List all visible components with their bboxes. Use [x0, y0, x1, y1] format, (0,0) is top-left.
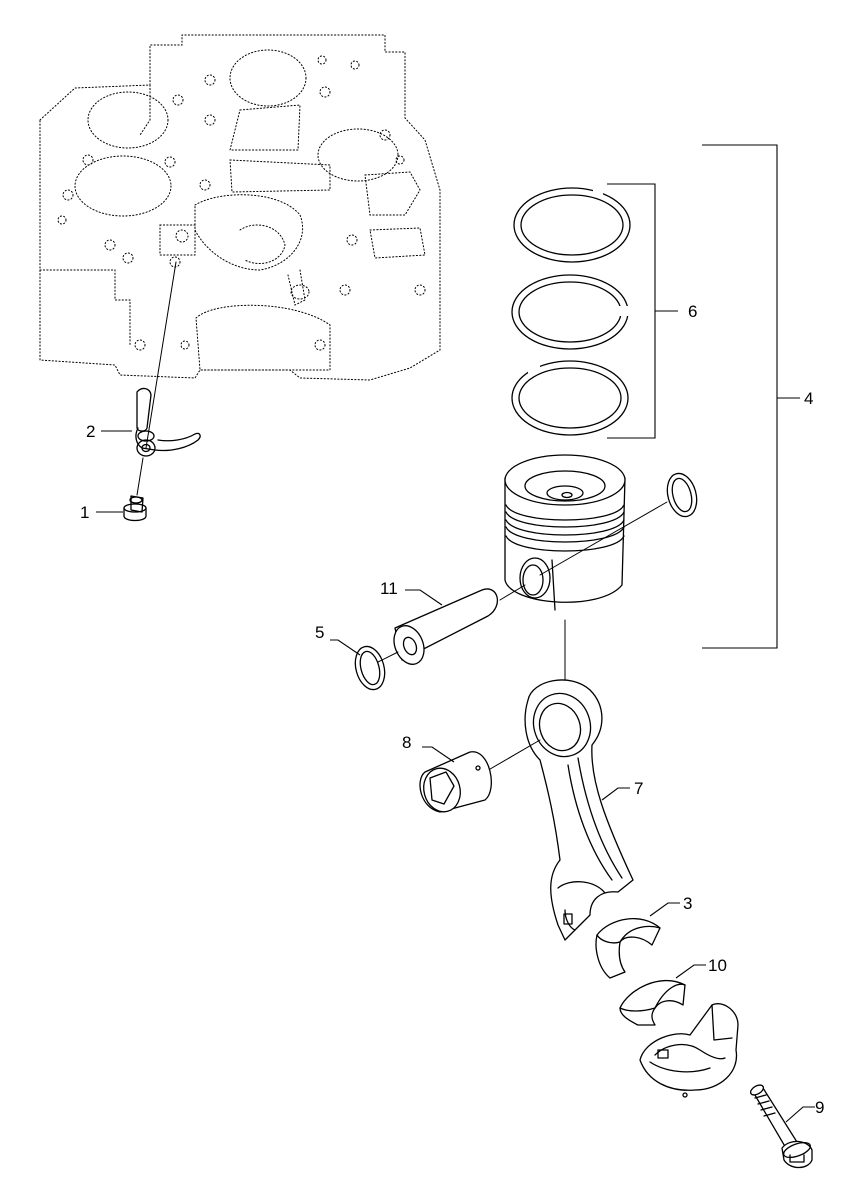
bracket-assembly-4: [702, 144, 800, 649]
connecting-rod: [484, 619, 634, 941]
small-end-bushing: [419, 751, 492, 813]
rod-bolt: [749, 1084, 813, 1169]
piston-circlip-right: [539, 472, 698, 576]
leader-lines: [96, 430, 815, 1123]
bearing-shell-lower: [619, 980, 686, 1026]
callout-1: 1: [80, 503, 89, 522]
callout-5: 5: [315, 623, 324, 642]
nozzle-bolt: [123, 457, 147, 522]
piston: [504, 454, 626, 611]
piston-cooling-nozzle: [135, 261, 201, 457]
piston-ring-second: [511, 274, 629, 350]
block-bolt-holes: [57, 55, 426, 351]
bearing-shell-upper: [595, 918, 661, 979]
callout-2: 2: [86, 422, 95, 441]
piston-ring-oil: [511, 360, 629, 436]
callout-8: 8: [402, 733, 411, 752]
callout-11: 11: [380, 579, 398, 598]
connecting-rod-cap: [639, 1003, 739, 1098]
engine-block-outline: [39, 34, 441, 381]
piston-ring-top: [513, 185, 631, 263]
callout-4: 4: [804, 389, 813, 408]
callout-3: 3: [683, 894, 692, 913]
callout-labels: 1 2 3 4 5 6 7 8 9 10 11: [80, 302, 824, 1117]
callout-9: 9: [815, 1098, 824, 1117]
pin-circlip: [354, 645, 399, 691]
callout-6: 6: [688, 302, 697, 321]
piston-pin: [393, 584, 526, 665]
callout-10: 10: [708, 956, 727, 975]
bracket-rings-6: [607, 183, 678, 439]
callout-7: 7: [634, 779, 643, 798]
